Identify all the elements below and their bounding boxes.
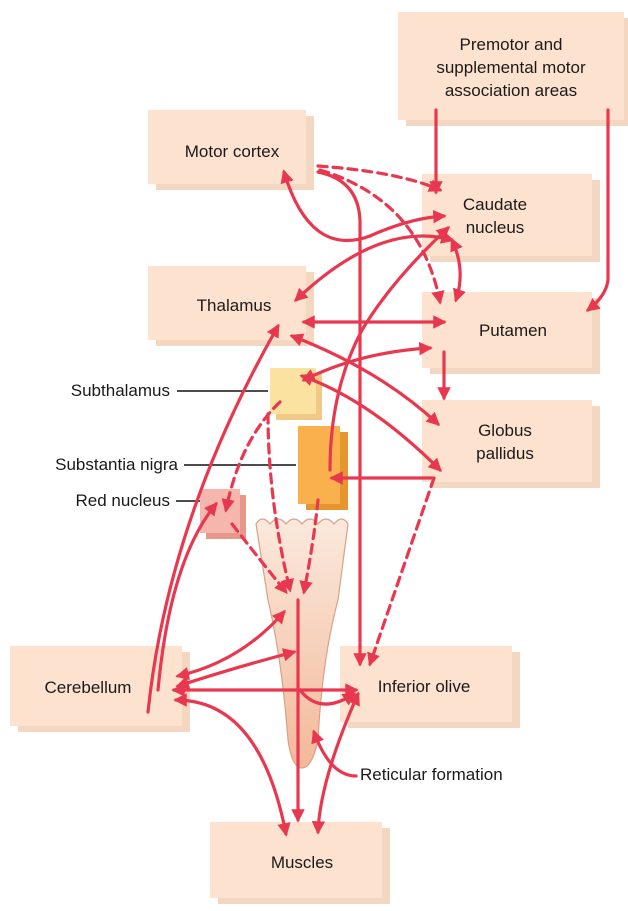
cerebellum-label: Cerebellum [45, 678, 132, 697]
arrow-cerebellum-brainstem-upper [178, 612, 284, 676]
putamen-box: Putamen [422, 292, 600, 374]
muscles-label: Muscles [271, 853, 333, 872]
premotor-label-1: Premotor and [460, 35, 563, 54]
globus-label-1: Globus [478, 421, 532, 440]
inferior-olive-box: Inferior olive [340, 646, 520, 728]
arrow-cerebellum-brainstem-mid [178, 652, 294, 686]
caudate-label-2: nucleus [466, 218, 525, 237]
globus-label-2: pallidus [476, 444, 534, 463]
motor-cortex-box: Motor cortex [148, 110, 314, 190]
arrow-putamen-subthalamus [304, 348, 430, 380]
subthalamus-label: Subthalamus [71, 381, 170, 400]
substantia-nigra-label: Substantia nigra [55, 455, 178, 474]
premotor-label-2: supplemental motor [436, 58, 586, 77]
caudate-nucleus-box: Caudate nucleus [422, 174, 600, 262]
red-nucleus-label: Red nucleus [75, 491, 170, 510]
caudate-label-1: Caudate [463, 195, 527, 214]
substantia-nigra-block [298, 426, 348, 510]
thalamus-box: Thalamus [148, 266, 314, 346]
brainstem-spinal-cord-shape [256, 519, 348, 768]
inferior-olive-label: Inferior olive [378, 677, 471, 696]
globus-pallidus-box: Globus pallidus [422, 400, 600, 488]
muscles-box: Muscles [210, 822, 390, 904]
dashed-globus-inferior-olive [370, 478, 434, 664]
premotor-box: Premotor and supplemental motor associat… [398, 12, 628, 126]
arrow-cerebellum-muscles [176, 700, 286, 834]
reticular-formation-label: Reticular formation [360, 765, 503, 784]
motor-cortex-label: Motor cortex [185, 142, 280, 161]
putamen-label: Putamen [479, 321, 547, 340]
thalamus-label: Thalamus [197, 296, 272, 315]
premotor-label-3: association areas [445, 81, 577, 100]
